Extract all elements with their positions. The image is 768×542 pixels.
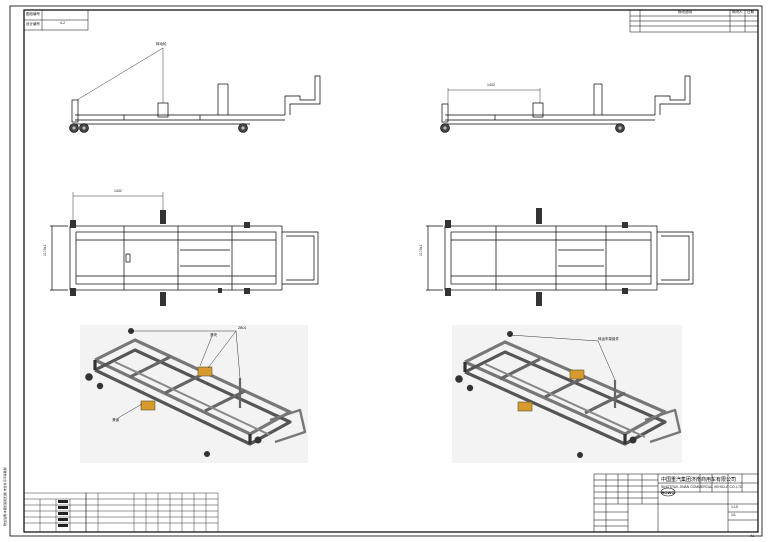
- bottom-left-table-fill: [58, 500, 68, 527]
- plan-left-wheels: [70, 210, 250, 306]
- outer-border: [9, 5, 763, 537]
- iso-view-left: [93, 338, 307, 446]
- title-block: [593, 473, 759, 533]
- dimension-top-right: 1432: [487, 83, 495, 87]
- iso-right-wheels: [455, 331, 637, 458]
- revision-note-header: 修改说明: [678, 10, 692, 14]
- iso-left-backdrop: [80, 325, 308, 463]
- revision-author-header: 修改人: [732, 10, 743, 14]
- dimension-mid-left: 1432: [114, 189, 122, 193]
- callout-cart-assembly: 转运车架组件: [598, 337, 619, 341]
- corner-mark: A1: [750, 534, 755, 538]
- iso-left-blocks: [140, 366, 213, 411]
- company-name-en: SINOTRUK JINAN COMMERCIAL VEHICLE CO.,LT…: [661, 485, 743, 489]
- inner-border: [23, 9, 759, 533]
- side-view-right: [441, 75, 691, 125]
- callout-slider: 滑块: [210, 333, 217, 337]
- drawing-number-label: 图纸编号: [26, 12, 40, 16]
- design-number-value: 4-2: [60, 21, 66, 25]
- sheet-value: 1/1: [731, 513, 736, 517]
- callout-zb01: ZB01: [238, 326, 247, 330]
- callout-wheel-label: 转动轮: [156, 42, 167, 46]
- company-name-cn: 中国重汽集团济南商用车有限公司: [661, 477, 737, 483]
- iso-right-blocks: [517, 369, 585, 412]
- plan-view-right: [426, 225, 694, 291]
- revision-table: [629, 9, 759, 33]
- left-margin-note: 附加说明 本图纸版权归属 未经许可不得复制: [3, 467, 7, 526]
- callout-slide-rail: 滑道: [112, 418, 119, 422]
- plan-right-wheels: [445, 208, 628, 306]
- side-view-left: [71, 75, 321, 125]
- iso-view-right: [463, 340, 682, 446]
- scale-value: 1:10: [731, 505, 738, 509]
- plan-view-left: [50, 225, 319, 291]
- iso-right-backdrop: [452, 325, 682, 463]
- top-left-title-box: [23, 9, 89, 31]
- design-number-label: 设计编号: [26, 22, 40, 26]
- dimension-mid-left-height: 1170±1: [43, 244, 47, 256]
- iso-left-wheels: [85, 328, 262, 457]
- bottom-left-table: [23, 492, 219, 533]
- revision-date-header: 日期: [747, 10, 754, 14]
- dimension-mid-right-height: 1170±1: [419, 244, 423, 256]
- svg-text:HOWO: HOWO: [662, 490, 675, 495]
- company-logo: HOWO: [660, 487, 676, 497]
